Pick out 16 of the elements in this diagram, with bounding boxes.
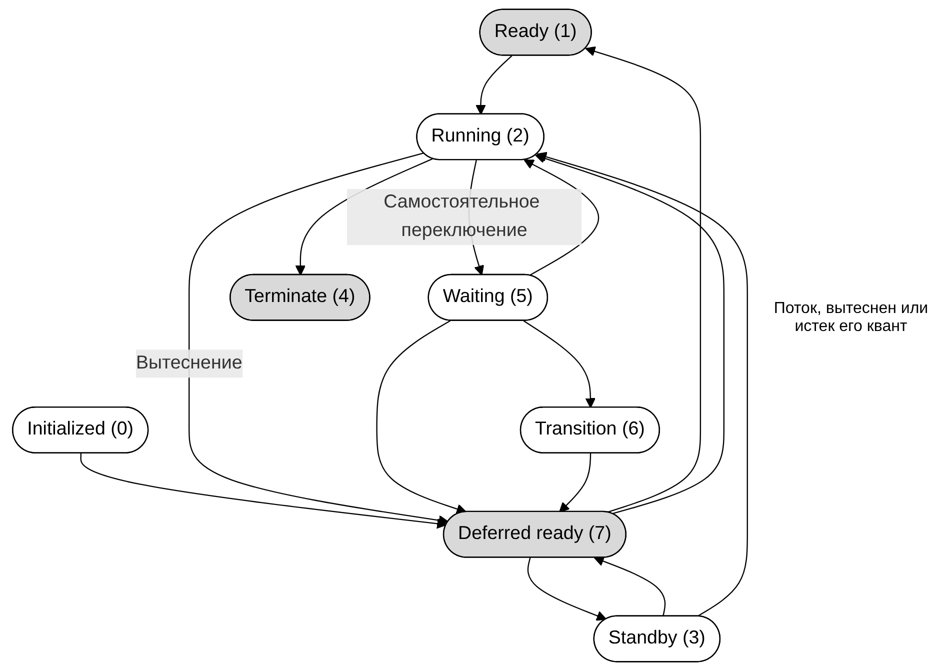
arrow — [559, 453, 592, 513]
arrow — [476, 55, 512, 115]
arrow — [188, 152, 449, 526]
arrow — [524, 160, 600, 276]
arrow — [527, 558, 607, 621]
edge-label: Вытеснение — [136, 353, 242, 374]
arrow — [535, 153, 724, 514]
arrow — [594, 556, 666, 617]
arrow — [376, 320, 467, 514]
arrow — [585, 46, 702, 513]
edge-label: Самостоятельное переключение — [384, 192, 540, 240]
arrow — [536, 152, 748, 617]
arrow — [295, 158, 433, 276]
arrow — [523, 320, 596, 408]
note-text: Поток, вытеснен или истек его квант — [772, 300, 930, 336]
arrow — [80, 453, 447, 529]
